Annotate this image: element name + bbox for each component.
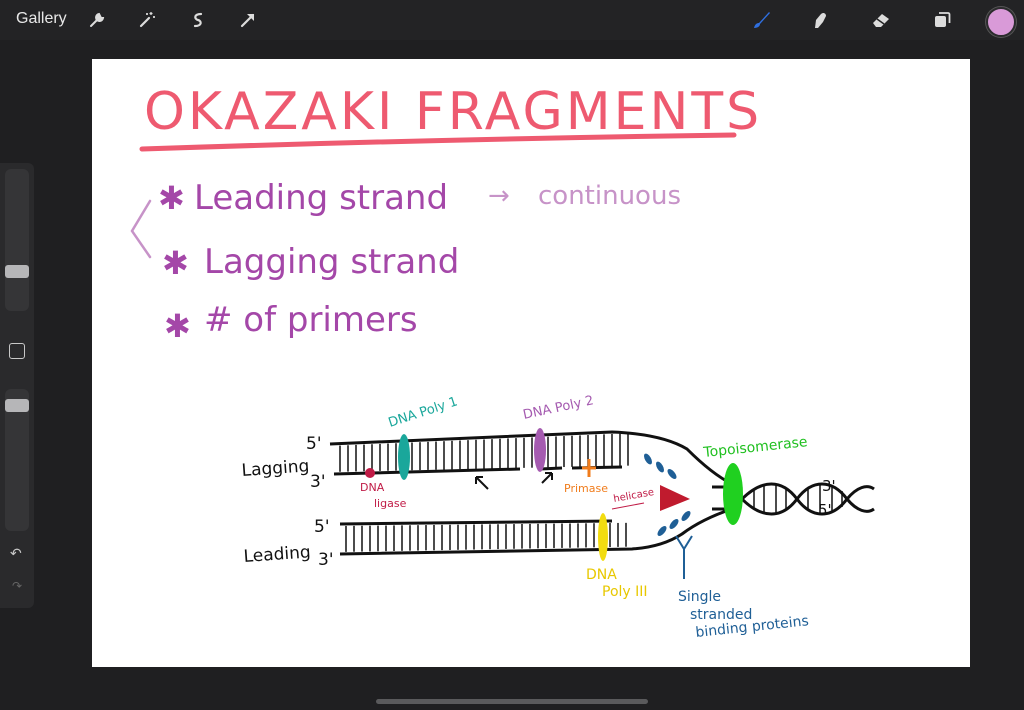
primase-label: Primase [564,482,608,495]
brush-sidebar: ↶ ↷ [0,163,34,608]
helix-5-prime: 5' [818,501,832,519]
helicase-shape [660,485,690,511]
layers-icon[interactable] [928,6,956,34]
ssb-proteins [644,453,691,536]
bullet-primers: # of primers [204,300,418,340]
redo-icon[interactable]: ↷ [12,579,23,593]
helicase-label: helicase [613,487,655,505]
transform-arrow-icon[interactable] [234,6,262,34]
drawing-canvas[interactable]: OKAZAKI FRAGMENTS ✱ Leading strand → con… [92,59,970,667]
brush-size-thumb[interactable] [5,265,29,278]
leading-3-prime: 3' [318,550,334,570]
top-toolbar: Gallery [0,0,1024,40]
ssb-label-2: stranded [690,607,752,623]
wrench-icon[interactable] [83,6,111,34]
ssb-label-1: Single [678,589,721,605]
dna-poly-2-label: DNA Poly 2 [522,393,595,423]
direction-arrow-2 [541,472,553,484]
ssb-pointer [675,535,693,579]
leading-label: Leading [243,542,311,567]
brush-opacity-thumb[interactable] [5,399,29,412]
topoisomerase-shape [723,463,743,525]
lagging-5-prime: 5' [306,434,322,454]
bullet-lagging-strand: Lagging strand [204,242,459,282]
dna-poly-1-label: DNA Poly 1 [387,394,460,430]
canvas-drawing: OKAZAKI FRAGMENTS ✱ Leading strand → con… [130,82,875,641]
leading-5-prime: 5' [314,517,330,537]
dna-poly-2-shape [534,428,546,472]
smudge-icon[interactable] [806,6,834,34]
modify-button[interactable] [9,343,25,359]
color-picker-swatch[interactable] [986,7,1016,37]
primase-shape [582,459,596,477]
continuous-label: continuous [538,181,681,211]
lagging-base-pairs [339,433,629,472]
gallery-button[interactable]: Gallery [16,10,67,27]
direction-arrow-1 [475,476,489,490]
dna-ligase-shape [365,468,375,478]
bullet-star-3: ✱ [164,307,191,345]
selection-icon[interactable] [184,6,212,34]
lagging-bottom-strand-1 [333,467,521,476]
brush-size-slider[interactable] [5,169,29,311]
bullet-star-2: ✱ [162,244,189,282]
lagging-bottom-strand-3 [571,465,623,470]
bullet-leading-strand: Leading strand [194,178,448,218]
home-indicator [376,699,648,704]
undo-icon[interactable]: ↶ [10,545,22,561]
eraser-icon[interactable] [867,6,895,34]
lagging-label: Lagging [241,456,310,481]
brush-opacity-slider[interactable] [5,389,29,531]
leading-base-pairs [345,522,627,552]
helix-rungs [753,484,843,514]
lagging-top-strand [329,430,743,491]
dna-poly-3-shape [598,513,608,561]
lagging-bottom-strand-2 [539,466,563,471]
dna-poly-3-label-2: Poly III [602,584,648,600]
arrow-mark: → [488,181,510,211]
brush-icon[interactable] [747,6,775,34]
dna-ligase-label-2: ligase [374,497,407,510]
topoisomerase-label: Topoisomerase [702,434,809,461]
leading-top-strand [339,519,613,526]
bullet-star-1: ✱ [158,179,185,217]
magic-wand-icon[interactable] [133,6,161,34]
lagging-3-prime: 3' [310,472,326,492]
helicase-pointer [611,502,645,510]
helix-3-prime: 3' [822,477,836,495]
double-helix-1 [740,482,875,516]
page-title: OKAZAKI FRAGMENTS [144,82,762,142]
double-helix-2 [740,482,875,516]
bracket-mark [130,199,152,259]
dna-poly-1-shape [398,434,410,480]
title-underline [139,132,737,152]
leading-bottom-strand [339,507,733,556]
dna-poly-3-label-1: DNA [586,567,617,583]
dna-ligase-label-1: DNA [360,481,385,494]
